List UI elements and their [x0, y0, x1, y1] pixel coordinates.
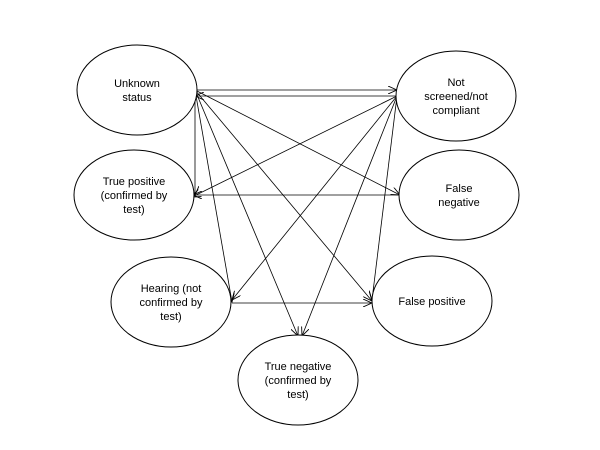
arrow-unknown-to-hearing — [194, 89, 232, 302]
node-ellipse — [371, 255, 493, 347]
node-false-positive: False positive — [371, 255, 493, 347]
node-ellipse — [73, 149, 195, 241]
node-ellipse — [237, 334, 359, 426]
node-label-line: status — [122, 92, 152, 104]
node-not-screened: Not screened/not compliant — [395, 50, 517, 142]
node-label-line: (confirmed by — [101, 190, 168, 202]
node-unknown: Unknown status — [76, 44, 198, 136]
node-label-line: Not — [447, 77, 464, 89]
node-label-line: screened/not — [424, 91, 488, 103]
node-label-line: True negative — [265, 361, 332, 373]
node-label-line: False positive — [398, 296, 465, 308]
node-ellipse — [76, 44, 198, 136]
node-label-line: False — [446, 183, 473, 195]
node-label-line: negative — [438, 197, 480, 209]
node-ellipse — [398, 149, 520, 241]
node-hearing: Hearing (not confirmed by test) — [110, 256, 232, 348]
node-label-line: confirmed by — [140, 297, 203, 309]
arrow-unknown-to-false-negative — [194, 89, 400, 195]
node-label-line: Unknown — [114, 78, 160, 90]
node-label-line: compliant — [432, 105, 479, 117]
node-label-line: test) — [287, 389, 308, 401]
arrow-not-screened-to-true-positive — [192, 95, 398, 197]
arrow-not-screened-to-true-negative — [302, 95, 398, 336]
node-label-line: (confirmed by — [265, 375, 332, 387]
arrow-not-screened-to-hearing — [232, 95, 398, 300]
arrow-unknown-to-true-negative — [194, 89, 298, 336]
node-ellipse — [110, 256, 232, 348]
node-true-positive: True positive (confirmed by test) — [73, 149, 195, 241]
arrow-unknown-to-false-positive — [194, 89, 372, 301]
node-label-line: Hearing (not — [141, 283, 202, 295]
arrow-not-screened-to-false-positive — [372, 95, 398, 300]
node-label-line: True positive — [103, 176, 166, 188]
node-label-line: test) — [160, 311, 181, 323]
node-false-negative: False negative — [398, 149, 520, 241]
node-ellipse — [395, 50, 517, 142]
node-label-line: test) — [123, 204, 144, 216]
node-true-negative: True negative (confirmed by test) — [237, 334, 359, 426]
